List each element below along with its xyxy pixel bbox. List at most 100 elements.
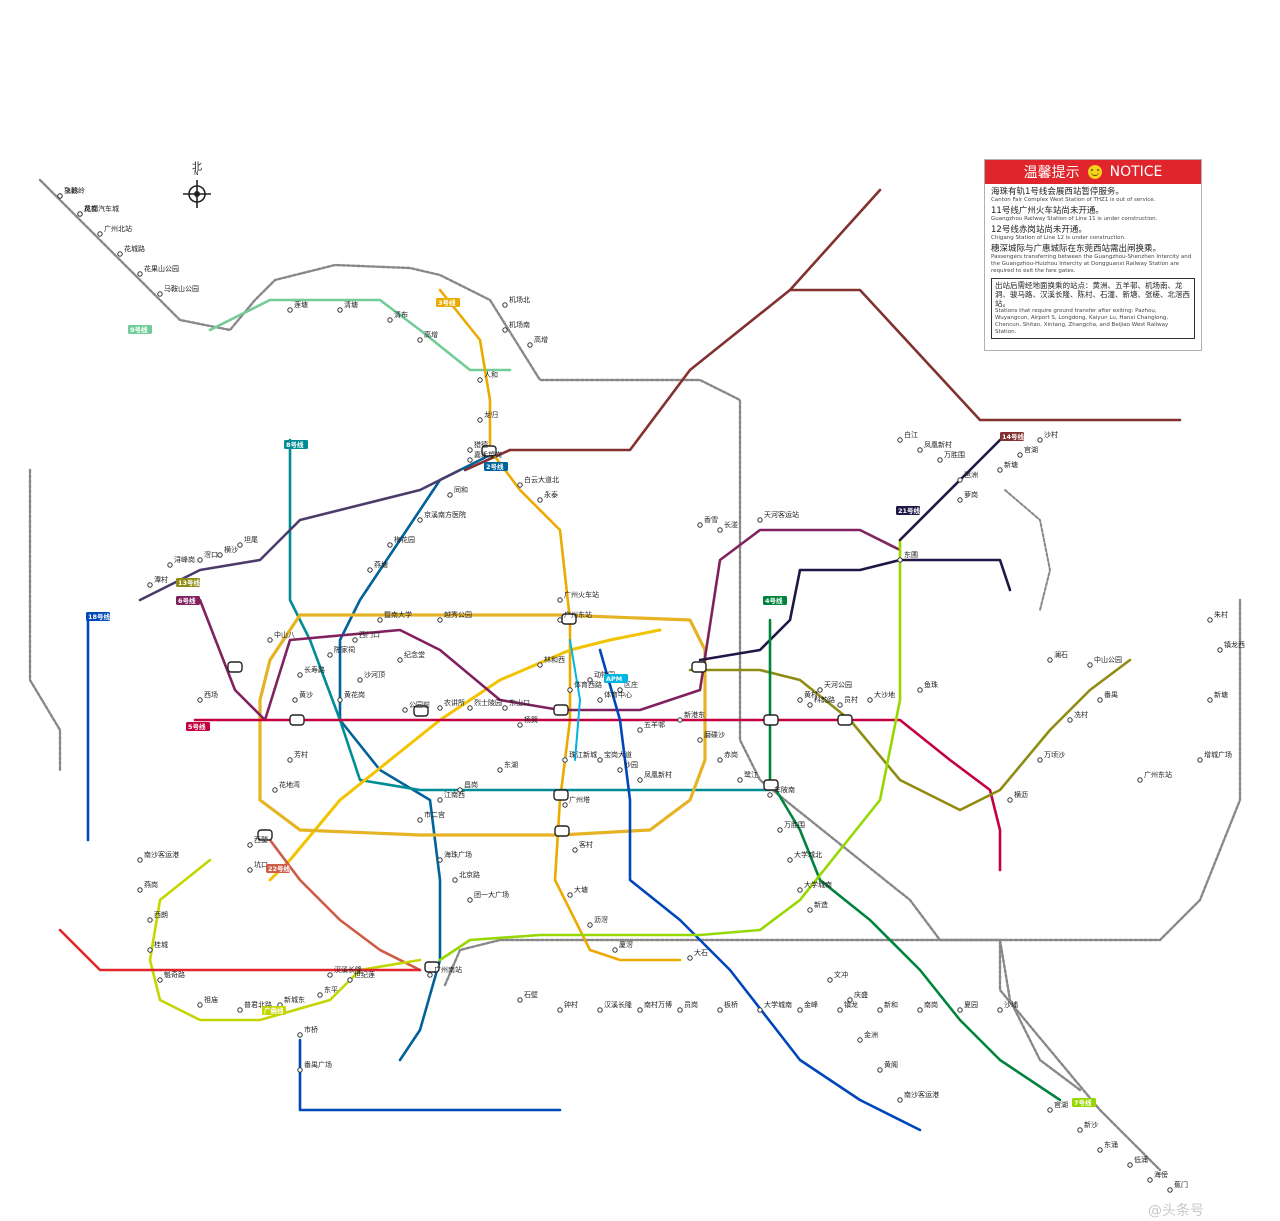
station-marker[interactable] xyxy=(1077,1127,1083,1133)
station-marker[interactable] xyxy=(557,597,563,603)
station-marker[interactable] xyxy=(877,1007,883,1013)
station-marker[interactable] xyxy=(147,947,153,953)
station-marker[interactable] xyxy=(137,887,143,893)
station-marker[interactable] xyxy=(537,497,543,503)
station-marker[interactable] xyxy=(77,211,83,217)
station-marker[interactable] xyxy=(397,657,403,663)
station-marker[interactable] xyxy=(517,997,523,1003)
station-marker[interactable] xyxy=(1207,617,1213,623)
station-marker[interactable] xyxy=(917,1007,923,1013)
station-marker[interactable] xyxy=(917,447,923,453)
station-marker[interactable] xyxy=(797,1007,803,1013)
station-marker[interactable] xyxy=(467,897,473,903)
station-marker[interactable] xyxy=(287,757,293,763)
station-marker[interactable] xyxy=(1047,1107,1053,1113)
station-marker[interactable] xyxy=(137,271,143,277)
station-marker[interactable] xyxy=(157,977,163,983)
station-marker[interactable] xyxy=(167,562,173,568)
station-marker[interactable] xyxy=(557,1007,563,1013)
station-marker[interactable] xyxy=(157,291,163,297)
station-marker[interactable] xyxy=(402,707,408,713)
station-marker[interactable] xyxy=(1007,797,1013,803)
interchange-gongyuanqian[interactable] xyxy=(413,705,429,717)
station-marker[interactable] xyxy=(197,557,203,563)
station-marker[interactable] xyxy=(617,767,623,773)
station-marker[interactable] xyxy=(417,337,423,343)
station-marker[interactable] xyxy=(612,947,618,953)
station-marker[interactable] xyxy=(267,637,273,643)
station-marker[interactable] xyxy=(1087,662,1093,668)
station-marker[interactable] xyxy=(347,977,353,983)
station-marker[interactable] xyxy=(562,802,568,808)
station-marker[interactable] xyxy=(502,705,508,711)
station-marker[interactable] xyxy=(247,842,253,848)
station-marker[interactable] xyxy=(337,697,343,703)
station-marker[interactable] xyxy=(387,542,393,548)
station-marker[interactable] xyxy=(957,497,963,503)
station-marker[interactable] xyxy=(697,522,703,528)
station-marker[interactable] xyxy=(637,777,643,783)
station-marker[interactable] xyxy=(497,767,503,773)
station-marker[interactable] xyxy=(717,1007,723,1013)
station-marker[interactable] xyxy=(677,1007,683,1013)
station-marker[interactable] xyxy=(737,777,743,783)
station-marker[interactable] xyxy=(1097,1147,1103,1153)
station-marker[interactable] xyxy=(452,877,458,883)
station-marker[interactable] xyxy=(237,542,243,548)
station-marker[interactable] xyxy=(352,637,358,643)
station-marker[interactable] xyxy=(287,307,293,313)
station-marker[interactable] xyxy=(1017,452,1023,458)
station-marker[interactable] xyxy=(637,727,643,733)
station-marker[interactable] xyxy=(567,892,573,898)
interchange-kecun[interactable] xyxy=(554,825,570,837)
station-marker[interactable] xyxy=(517,722,523,728)
interchange-guangzhounan[interactable] xyxy=(424,961,440,973)
station-marker[interactable] xyxy=(327,652,333,658)
station-marker[interactable] xyxy=(897,557,903,563)
station-marker[interactable] xyxy=(787,857,793,863)
station-marker[interactable] xyxy=(527,342,533,348)
interchange-tianhegongyuan[interactable] xyxy=(691,661,707,673)
station-marker[interactable] xyxy=(617,687,623,693)
station-marker[interactable] xyxy=(797,887,803,893)
station-marker[interactable] xyxy=(117,251,123,257)
station-marker[interactable] xyxy=(437,617,443,623)
station-marker[interactable] xyxy=(637,1007,643,1013)
station-marker[interactable] xyxy=(917,687,923,693)
station-marker[interactable] xyxy=(292,697,298,703)
station-marker[interactable] xyxy=(367,567,373,573)
station-marker[interactable] xyxy=(1037,437,1043,443)
station-marker[interactable] xyxy=(387,317,393,323)
station-marker[interactable] xyxy=(1147,1177,1153,1183)
station-marker[interactable] xyxy=(997,467,1003,473)
station-marker[interactable] xyxy=(477,417,483,423)
station-marker[interactable] xyxy=(1097,697,1103,703)
station-marker[interactable] xyxy=(837,1007,843,1013)
station-marker[interactable] xyxy=(297,1032,303,1038)
station-marker[interactable] xyxy=(1127,1162,1133,1168)
station-marker[interactable] xyxy=(197,697,203,703)
station-marker[interactable] xyxy=(587,922,593,928)
station-marker[interactable] xyxy=(502,302,508,308)
station-marker[interactable] xyxy=(467,705,473,711)
station-marker[interactable] xyxy=(147,582,153,588)
station-marker[interactable] xyxy=(567,687,573,693)
station-marker[interactable] xyxy=(687,955,693,961)
station-marker[interactable] xyxy=(1167,1187,1173,1193)
station-marker[interactable] xyxy=(717,527,723,533)
station-marker[interactable] xyxy=(937,457,943,463)
interchange-jiahewanggang[interactable] xyxy=(481,445,497,457)
station-marker[interactable] xyxy=(807,907,813,913)
station-marker[interactable] xyxy=(137,857,143,863)
station-marker[interactable] xyxy=(457,787,463,793)
station-marker[interactable] xyxy=(477,377,483,383)
station-marker[interactable] xyxy=(517,482,523,488)
interchange-zhujiangxincheng[interactable] xyxy=(553,789,569,801)
station-marker[interactable] xyxy=(377,617,383,623)
station-marker[interactable] xyxy=(437,705,443,711)
station-marker[interactable] xyxy=(597,757,603,763)
station-marker[interactable] xyxy=(217,552,223,558)
station-marker[interactable] xyxy=(437,797,443,803)
station-marker[interactable] xyxy=(827,977,833,983)
station-marker[interactable] xyxy=(897,437,903,443)
